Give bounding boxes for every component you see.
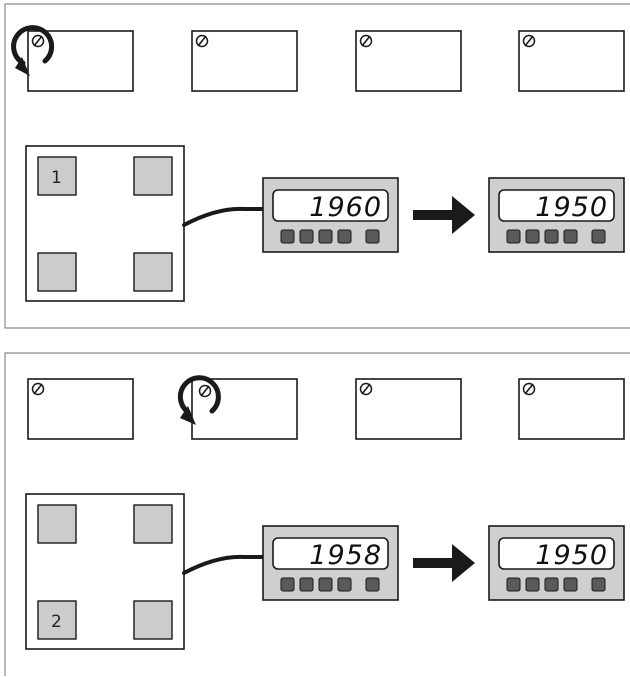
screw-slot-icon: [31, 382, 45, 396]
panel-step-2: 2 1958 1950: [4, 352, 630, 676]
indicator-display: [498, 537, 615, 570]
rotate-clockwise-arrow-icon: [11, 25, 55, 76]
right-arrow-icon: [413, 196, 475, 234]
potentiometer-box-1: [11, 25, 134, 92]
weight-indicator-before: 1960: [262, 177, 399, 253]
corner-label: 1: [51, 168, 62, 188]
corner-label: 2: [51, 612, 62, 632]
load-cell-bottom-right: [133, 600, 173, 640]
indicator-reading: 1950: [535, 540, 608, 571]
screw-slot-icon: [359, 34, 373, 48]
panel-frame: [4, 3, 630, 329]
indicator-buttons: [506, 229, 606, 244]
potentiometer-box-4: [518, 378, 625, 440]
potentiometer-box-3: [355, 30, 462, 92]
indicator-display: [272, 189, 389, 222]
potentiometer-box-2: [177, 375, 298, 440]
weight-indicator-after: 1950: [488, 525, 625, 601]
indicator-display: [498, 189, 615, 222]
potentiometer-box-1: [27, 378, 134, 440]
potentiometer-box-2: [191, 30, 298, 92]
screw-slot-icon: [31, 34, 45, 48]
weight-indicator-before: 1958: [262, 525, 399, 601]
indicator-buttons: [506, 577, 606, 592]
indicator-buttons: [280, 229, 380, 244]
load-cell-bottom-right: [133, 252, 173, 292]
panel-frame: [4, 352, 630, 676]
indicator-buttons: [280, 577, 380, 592]
indicator-reading: 1960: [309, 192, 382, 223]
screw-slot-icon: [359, 382, 373, 396]
indicator-reading: 1958: [309, 540, 382, 571]
weight-indicator-after: 1950: [488, 177, 625, 253]
panel-step-1: 1 1960 1950: [4, 3, 630, 329]
load-cell-bottom-left: [37, 600, 77, 640]
indicator-reading: 1950: [535, 192, 608, 223]
cable: [182, 554, 266, 575]
screw-slot-icon: [522, 382, 536, 396]
cable: [182, 206, 266, 227]
load-cell-top-left: [37, 504, 77, 544]
load-cell-top-right: [133, 156, 173, 196]
rotate-clockwise-arrow-icon: [177, 375, 221, 425]
potentiometer-box-4: [518, 30, 625, 92]
screw-slot-icon: [522, 34, 536, 48]
scale-platform: 2: [25, 493, 185, 650]
screw-slot-icon: [195, 34, 209, 48]
indicator-display: [272, 537, 389, 570]
load-cell-top-right: [133, 504, 173, 544]
load-cell-top-left: [37, 156, 77, 196]
right-arrow-icon: [413, 544, 475, 582]
load-cell-bottom-left: [37, 252, 77, 292]
screw-slot-icon: [198, 384, 212, 398]
scale-platform: 1: [25, 145, 185, 302]
potentiometer-box-3: [355, 378, 462, 440]
